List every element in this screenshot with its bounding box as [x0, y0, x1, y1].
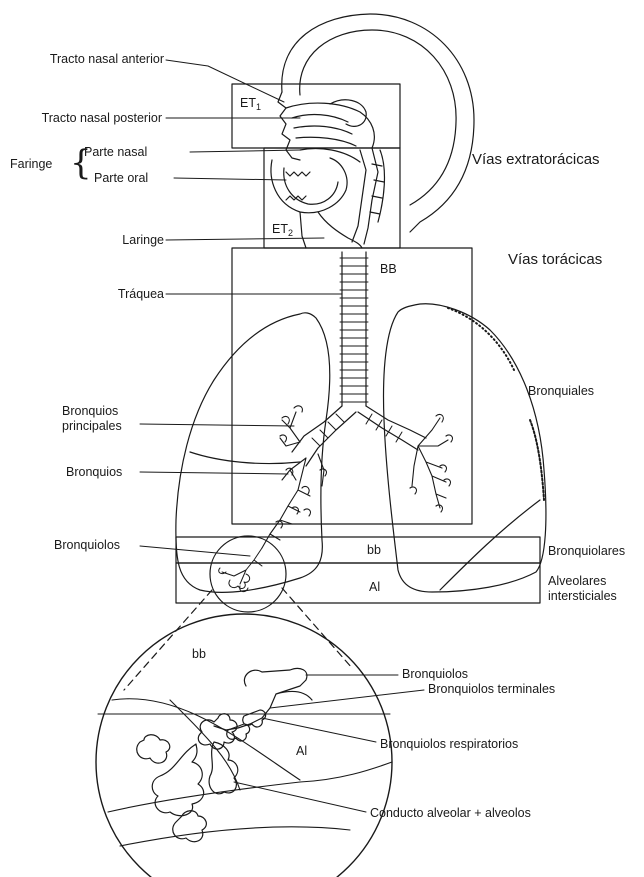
label-et1: ET1: [240, 96, 261, 115]
zoom-line-left: [124, 590, 212, 690]
nasal-cavity: [286, 103, 374, 148]
inset-bronchiole: [214, 668, 312, 730]
label-bronquiolos: Bronquiolos: [54, 538, 120, 553]
teeth: [286, 172, 310, 200]
label-traquea: Tráquea: [118, 287, 164, 302]
lung-right: [384, 304, 546, 592]
label-bronquios-principales: Bronquios principales: [62, 404, 142, 434]
soft-palate: [300, 149, 360, 163]
pharynx-back: [364, 148, 378, 244]
region-bronquiales: Bronquiales: [528, 384, 594, 399]
inset-label-conducto-alveolar: Conducto alveolar + alveolos: [370, 806, 531, 821]
nasal-turbinates: [292, 115, 356, 146]
bronchial-tree-right: [410, 414, 452, 512]
et1-sub: 1: [256, 102, 261, 112]
larynx: [318, 212, 362, 248]
label-bronquios: Bronquios: [66, 465, 122, 480]
head-outline-inner: [300, 30, 456, 205]
label-tracto-nasal-anterior: Tracto nasal anterior: [50, 52, 164, 67]
leader-lines: [140, 60, 424, 812]
lung-left-fissure: [190, 452, 300, 464]
lung-right-edge-top: [448, 308, 514, 370]
head-outline: [282, 14, 474, 232]
trachea-rings: [340, 258, 368, 402]
et2-text: ET: [272, 222, 288, 236]
zoom-line-right: [282, 588, 352, 668]
main-bronchus-right-lower: [358, 412, 418, 450]
label-bb-lower: bb: [367, 543, 381, 558]
neck-front: [300, 212, 306, 248]
label-bb-upper: BB: [380, 262, 397, 277]
region-vias-toracicas: Vías torácicas: [508, 252, 602, 267]
inset-label-al: Al: [296, 744, 307, 759]
inset-label-bb: bb: [192, 647, 206, 662]
label-parte-oral: Parte oral: [94, 171, 148, 186]
spine: [370, 150, 384, 222]
inset-label-bronquiolos-terminales: Bronquiolos terminales: [428, 682, 555, 697]
alveolar-box: [176, 563, 540, 603]
label-faringe: Faringe: [10, 157, 52, 172]
et2-sub: 2: [288, 228, 293, 238]
label-laringe: Laringe: [122, 233, 164, 248]
label-parte-nasal: Parte nasal: [84, 145, 147, 160]
mini-bronchioles: [219, 548, 262, 592]
bronquiolar-box: [176, 537, 540, 563]
label-et2: ET2: [272, 222, 293, 241]
region-bronquiolares: Bronquiolares: [548, 544, 625, 559]
pharynx: [352, 150, 366, 242]
region-vias-extratoracicas: Vías extratorácicas: [472, 152, 600, 167]
label-tracto-nasal-posterior: Tracto nasal posterior: [42, 111, 162, 126]
et1-text: ET: [240, 96, 256, 110]
inset-label-bronquiolos: Bronquiolos: [402, 667, 468, 682]
label-al: Al: [369, 580, 380, 595]
inset-label-bronquiolos-respiratorios: Bronquiolos respiratorios: [380, 737, 518, 752]
inset-circle: [96, 614, 392, 877]
lung-left: [176, 313, 330, 593]
inset-alveolar-ducts: [137, 735, 238, 842]
main-bronchus-right: [366, 406, 426, 438]
region-alveolares-intersticiales: Alveolares intersticiales: [548, 574, 640, 604]
inset-dividers: [98, 699, 392, 846]
lung-right-edge: [530, 420, 544, 500]
